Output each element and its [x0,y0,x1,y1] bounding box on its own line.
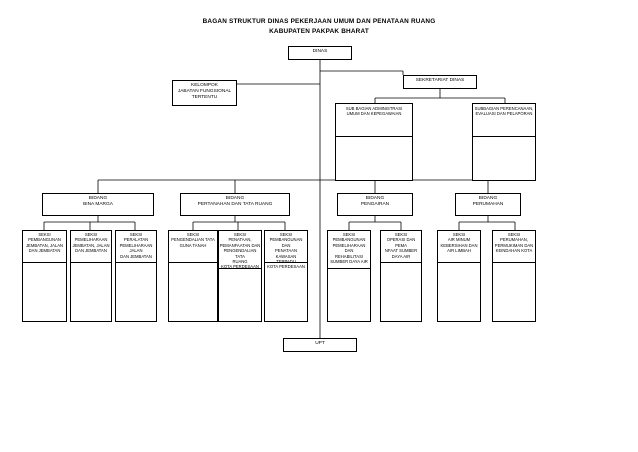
seksi-penataan-ruang-label: SEKSI PENATAAN, PEMANFAATAN DAN PENGENDA… [219,232,261,270]
kelompok-jabatan-box: KELOMPOK JABATAN FUNGSIONAL TERTENTU [172,80,237,106]
bidang-perumahan-label: BIDANG PERUMAHAN [472,196,504,207]
seksi-operasi-air-box: SEKSI OPERASI DAN PEMA NFAAT SUMBER DAYA… [380,230,422,322]
subbagian-perencanaan-label: SUBBAGIAN PERENCANAAN, EVALUASI DAN PELA… [473,104,535,137]
seksi-perumahan-permukiman-box: SEKSI PERUMAHAN, PERMUKIMAN DAN KEINDAHA… [492,230,536,322]
seksi-perumahan-permukiman-label: SEKSI PERUMAHAN, PERMUKIMAN DAN KEINDAHA… [493,231,535,263]
upt-box: UPT [283,338,357,352]
seksi-kawasan-terpadu-box: SEKSI PEMBANGUNAN DAN PENATAAN KAWASAN T… [264,230,308,322]
subbagian-umum-label: SUB BAGIAN ADMINISTRASI UMUM DAN KEPEGAW… [336,104,412,137]
bidang-perumahan-box: BIDANG PERUMAHAN [455,193,521,216]
sekretariat-box: SEKRETARIAT DINAS [403,75,477,89]
seksi-sumber-daya-air-label: SEKSI PEMBANGUNAN PEMELIHARAAN DAN REHAB… [328,231,370,269]
sekretariat-label: SEKRETARIAT DINAS [415,78,465,83]
dinas-label: DINAS [312,49,328,54]
seksi-peralatan-label: SEKSI PERALATAN PEMELIHARAAN JALAN DAN J… [116,231,156,263]
seksi-tata-guna-tanah-label: SEKSI PENGENDALIAN TATA GUNA TANAH [169,231,217,263]
seksi-tata-guna-tanah-box: SEKSI PENGENDALIAN TATA GUNA TANAH [168,230,218,322]
bidang-pertanahan-box: BIDANG PERTANAHAN DAN TATA RUANG [180,193,290,216]
dinas-box: DINAS [288,46,352,60]
seksi-sumber-daya-air-box: SEKSI PEMBANGUNAN PEMELIHARAAN DAN REHAB… [327,230,371,322]
seksi-pemeliharaan-jalan-box: SEKSI PEMELIHARAAN JEMBATAN, JALAN DAN J… [70,230,112,322]
seksi-pemeliharaan-jalan-label: SEKSI PEMELIHARAAN JEMBATAN, JALAN DAN J… [71,231,111,263]
seksi-air-minum-box: SEKSI AIR MINUM KEBERSIHAN DAN AIR LIMBA… [437,230,481,322]
bidang-pengairan-box: BIDANG PENGAIRAN [337,193,413,216]
seksi-pembangunan-jalan-label: SEKSI PEMBANGUNAN JEMBATAN, JALAN DAN JE… [23,231,66,263]
bidang-binamarga-box: BIDANG BINA MARGA [42,193,154,216]
seksi-pembangunan-jalan-box: SEKSI PEMBANGUNAN JEMBATAN, JALAN DAN JE… [22,230,67,322]
subbagian-umum-box: SUB BAGIAN ADMINISTRASI UMUM DAN KEPEGAW… [335,103,413,181]
seksi-air-minum-label: SEKSI AIR MINUM KEBERSIHAN DAN AIR LIMBA… [438,231,480,263]
seksi-operasi-air-label: SEKSI OPERASI DAN PEMA NFAAT SUMBER DAYA… [381,231,421,263]
bidang-pertanahan-label: BIDANG PERTANAHAN DAN TATA RUANG [197,196,273,207]
title-line-1: BAGAN STRUKTUR DINAS PEKERJAAN UMUM DAN … [202,18,436,25]
kelompok-jabatan-label: KELOMPOK JABATAN FUNGSIONAL TERTENTU [177,83,232,100]
seksi-penataan-ruang-box: SEKSI PENATAAN, PEMANFAATAN DAN PENGENDA… [218,230,262,322]
upt-label: UPT [315,341,325,346]
bidang-pengairan-label: BIDANG PENGAIRAN [360,196,390,207]
title-line-2: KABUPATEN PAKPAK BHARAT [269,28,369,35]
seksi-peralatan-box: SEKSI PERALATAN PEMELIHARAAN JALAN DAN J… [115,230,157,322]
seksi-kawasan-terpadu-label: SEKSI PEMBANGUNAN DAN PENATAAN KAWASAN T… [265,231,307,269]
subbagian-perencanaan-box: SUBBAGIAN PERENCANAAN, EVALUASI DAN PELA… [472,103,536,181]
bidang-binamarga-label: BIDANG BINA MARGA [83,196,113,207]
